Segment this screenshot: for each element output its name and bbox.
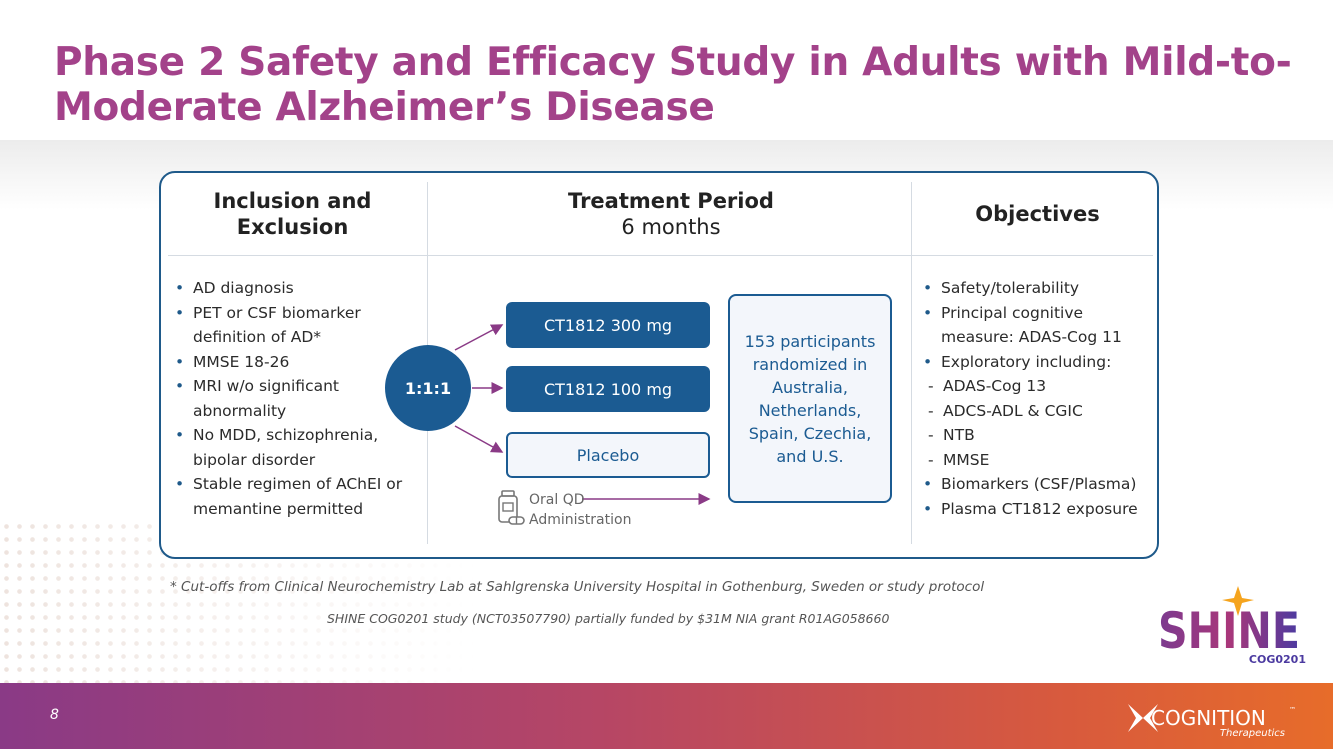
- footnote: * Cut-offs from Clinical Neurochemistry …: [170, 579, 985, 595]
- cognition-mark-icon: [1128, 704, 1158, 732]
- list-subitem: MMSE: [923, 448, 1155, 473]
- participants-box: 153 participants randomized in Australia…: [728, 294, 892, 503]
- cognition-logo: COGNITION ™ Therapeutics: [1128, 704, 1296, 739]
- oral-administration-label: Oral QD Administration: [529, 492, 632, 528]
- list-item: Biomarkers (CSF/Plasma): [923, 472, 1155, 497]
- list-subitem: ADCS-ADL & CGIC: [923, 399, 1155, 424]
- inclusion-header: Inclusion and Exclusion: [213, 189, 372, 239]
- list-item: Exploratory including:: [923, 350, 1155, 375]
- cognition-tm: ™: [1289, 706, 1296, 714]
- participants-text: 153 participants randomized in Australia…: [744, 331, 876, 466]
- cognition-name: COGNITION: [1151, 706, 1266, 730]
- funding-note: SHINE COG0201 study (NCT03507790) partia…: [327, 611, 890, 626]
- objectives-list: Safety/tolerability Principal cognitive …: [923, 276, 1155, 521]
- treatment-duration: 6 months: [621, 215, 721, 239]
- pill-bottle-icon: [498, 490, 525, 525]
- arm-placebo: Placebo: [506, 432, 710, 478]
- star-icon: [1222, 586, 1254, 616]
- list-item: AD diagnosis: [175, 276, 405, 301]
- column-divider-2: [911, 182, 912, 544]
- inclusion-list: AD diagnosis PET or CSF biomarker defini…: [175, 276, 405, 521]
- page-number: 8: [50, 707, 59, 723]
- list-item: MRI w/o significant abnormality: [175, 374, 405, 423]
- slide-title: Phase 2 Safety and Efficacy Study in Adu…: [54, 40, 1292, 130]
- list-item: PET or CSF biomarker definition of AD*: [175, 301, 405, 350]
- list-subitem: ADAS-Cog 13: [923, 374, 1155, 399]
- list-item: Stable regimen of AChEI or memantine per…: [175, 472, 405, 521]
- header-divider: [168, 255, 1153, 256]
- randomization-circle: 1:1:1: [385, 345, 471, 431]
- list-item: No MDD, schizophrenia, bipolar disorder: [175, 423, 405, 472]
- list-item: MMSE 18-26: [175, 350, 405, 375]
- treatment-header-title: Treatment Period: [568, 189, 774, 213]
- arm-ct1812-300mg: CT1812 300 mg: [506, 302, 710, 348]
- list-item: Principal cognitive measure: ADAS-Cog 11: [923, 301, 1155, 350]
- arm-ct1812-100mg: CT1812 100 mg: [506, 366, 710, 412]
- list-subitem: NTB: [923, 423, 1155, 448]
- objectives-header: Objectives: [975, 202, 1100, 226]
- footer-bar: [0, 683, 1333, 749]
- cognition-sub: Therapeutics: [1220, 728, 1285, 739]
- shine-sub: COG0201: [1249, 653, 1306, 666]
- list-item: Plasma CT1812 exposure: [923, 497, 1155, 522]
- shine-word: SHINE: [1158, 602, 1300, 660]
- shine-logo: SHINE COG0201: [1158, 586, 1306, 666]
- treatment-header: Treatment Period 6 months: [540, 188, 802, 240]
- list-item: Safety/tolerability: [923, 276, 1155, 301]
